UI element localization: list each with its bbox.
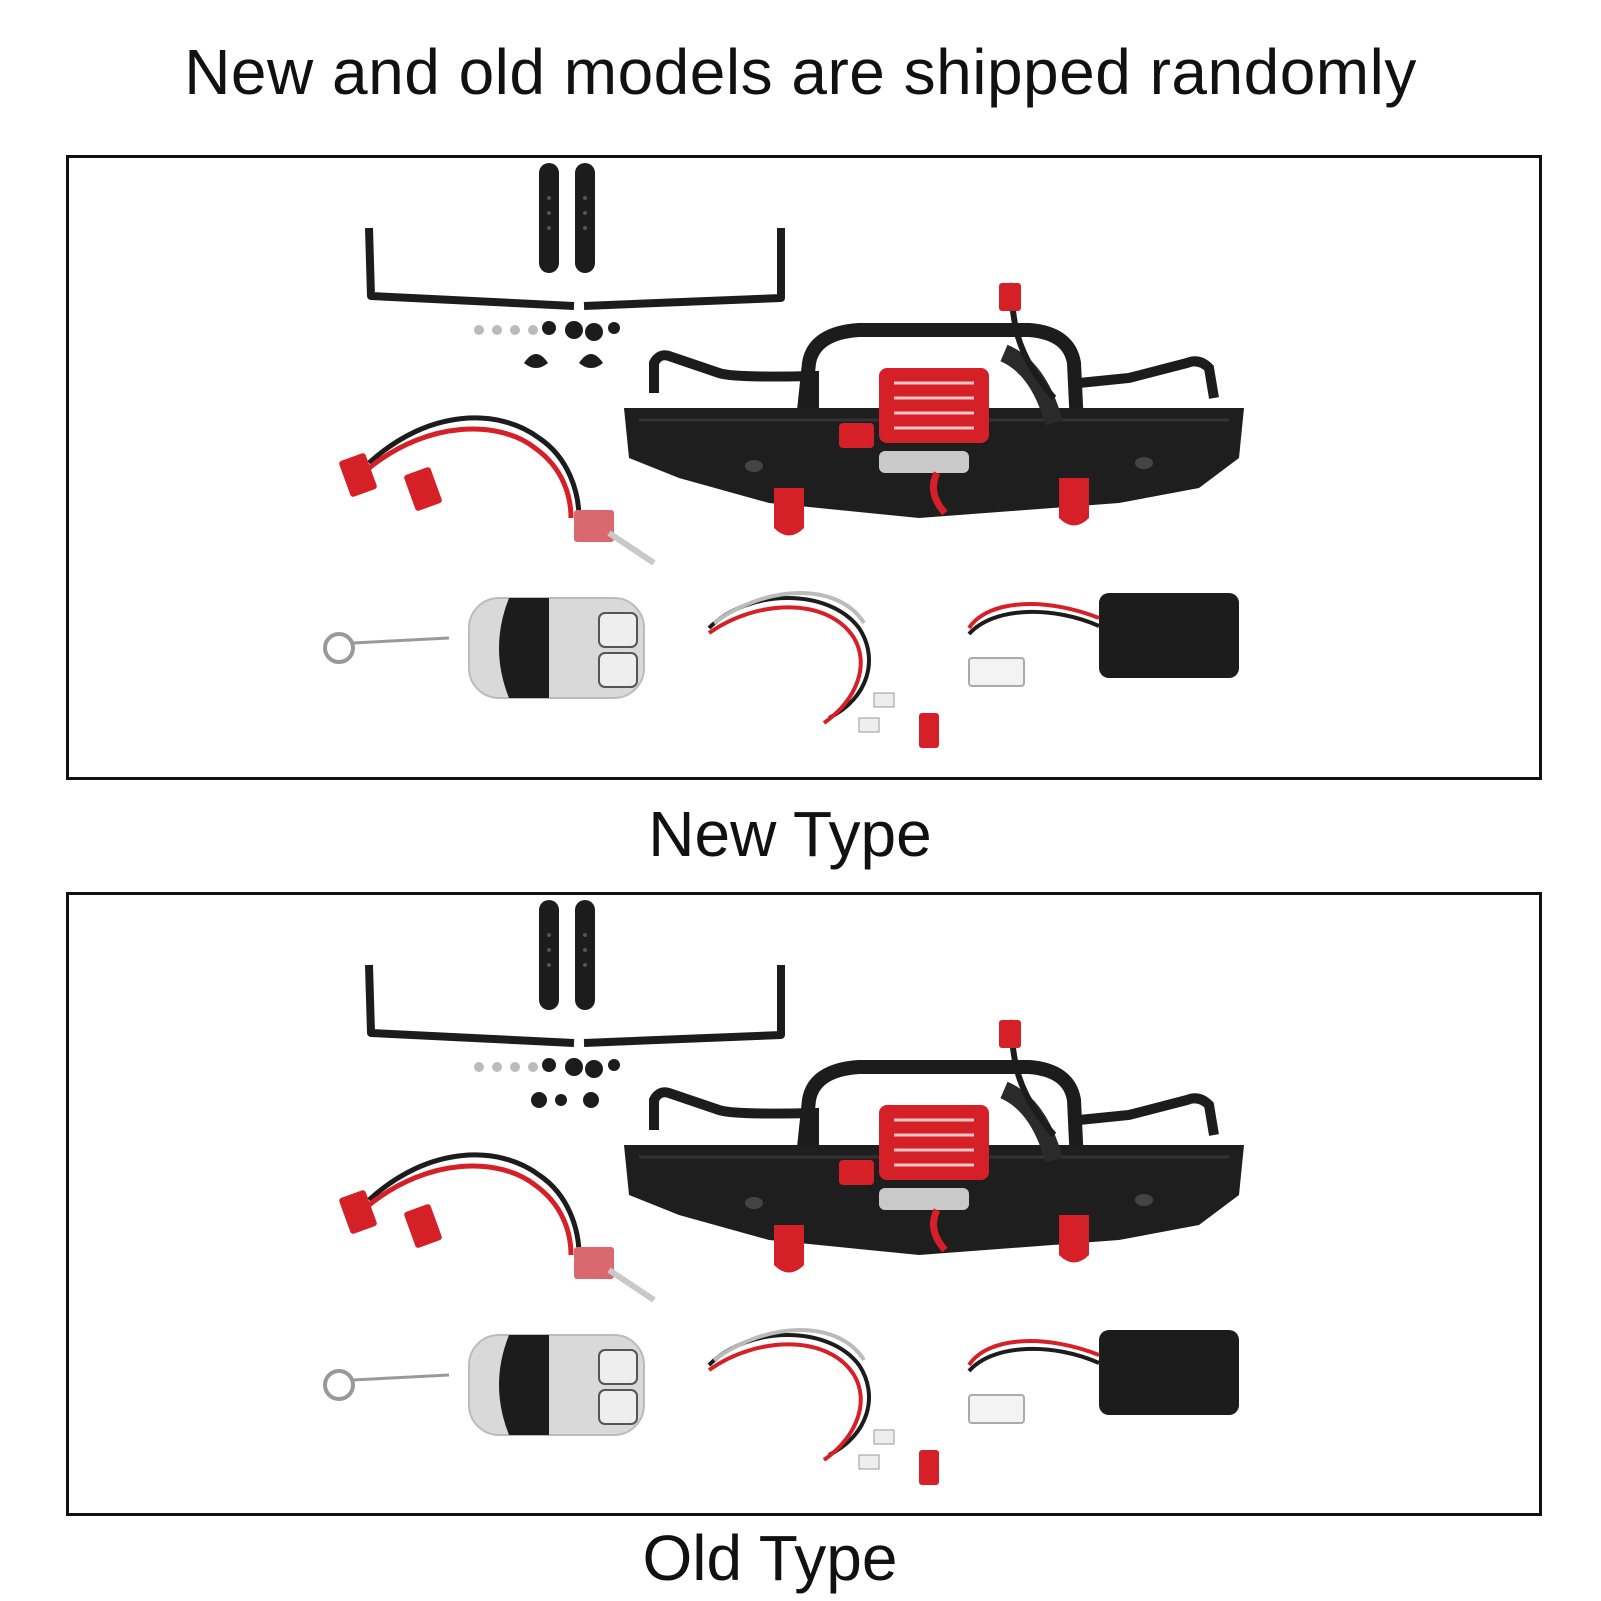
mount-post-icon bbox=[539, 900, 595, 1010]
screw-set-icon bbox=[474, 321, 620, 368]
receiver-box-icon bbox=[919, 1330, 1239, 1485]
variant-panel-old bbox=[66, 892, 1542, 1516]
toggle-switch-icon bbox=[339, 1152, 656, 1303]
variant-label-old: Old Type bbox=[642, 1522, 898, 1594]
product-illustration bbox=[323, 163, 1244, 748]
screw-set-icon bbox=[474, 1058, 620, 1108]
product-illustration bbox=[323, 900, 1244, 1485]
bumper-icon bbox=[624, 1019, 1244, 1273]
receiver-box-icon bbox=[919, 593, 1239, 748]
variant-panel-new bbox=[66, 155, 1542, 780]
remote-fob-icon bbox=[323, 597, 645, 699]
headline: New and old models are shipped randomly bbox=[184, 36, 1417, 108]
led-light-icon bbox=[707, 1328, 895, 1470]
variant-label-new: New Type bbox=[648, 798, 932, 870]
winch-icon bbox=[839, 368, 989, 448]
winch-icon bbox=[839, 1105, 989, 1185]
mount-bracket-icon bbox=[365, 227, 785, 310]
led-light-icon bbox=[707, 591, 895, 733]
mount-post-icon bbox=[539, 163, 595, 273]
toggle-switch-icon bbox=[339, 415, 656, 566]
remote-fob-icon bbox=[323, 1334, 645, 1436]
mount-bracket-icon bbox=[365, 964, 785, 1047]
bumper-icon bbox=[624, 282, 1244, 536]
